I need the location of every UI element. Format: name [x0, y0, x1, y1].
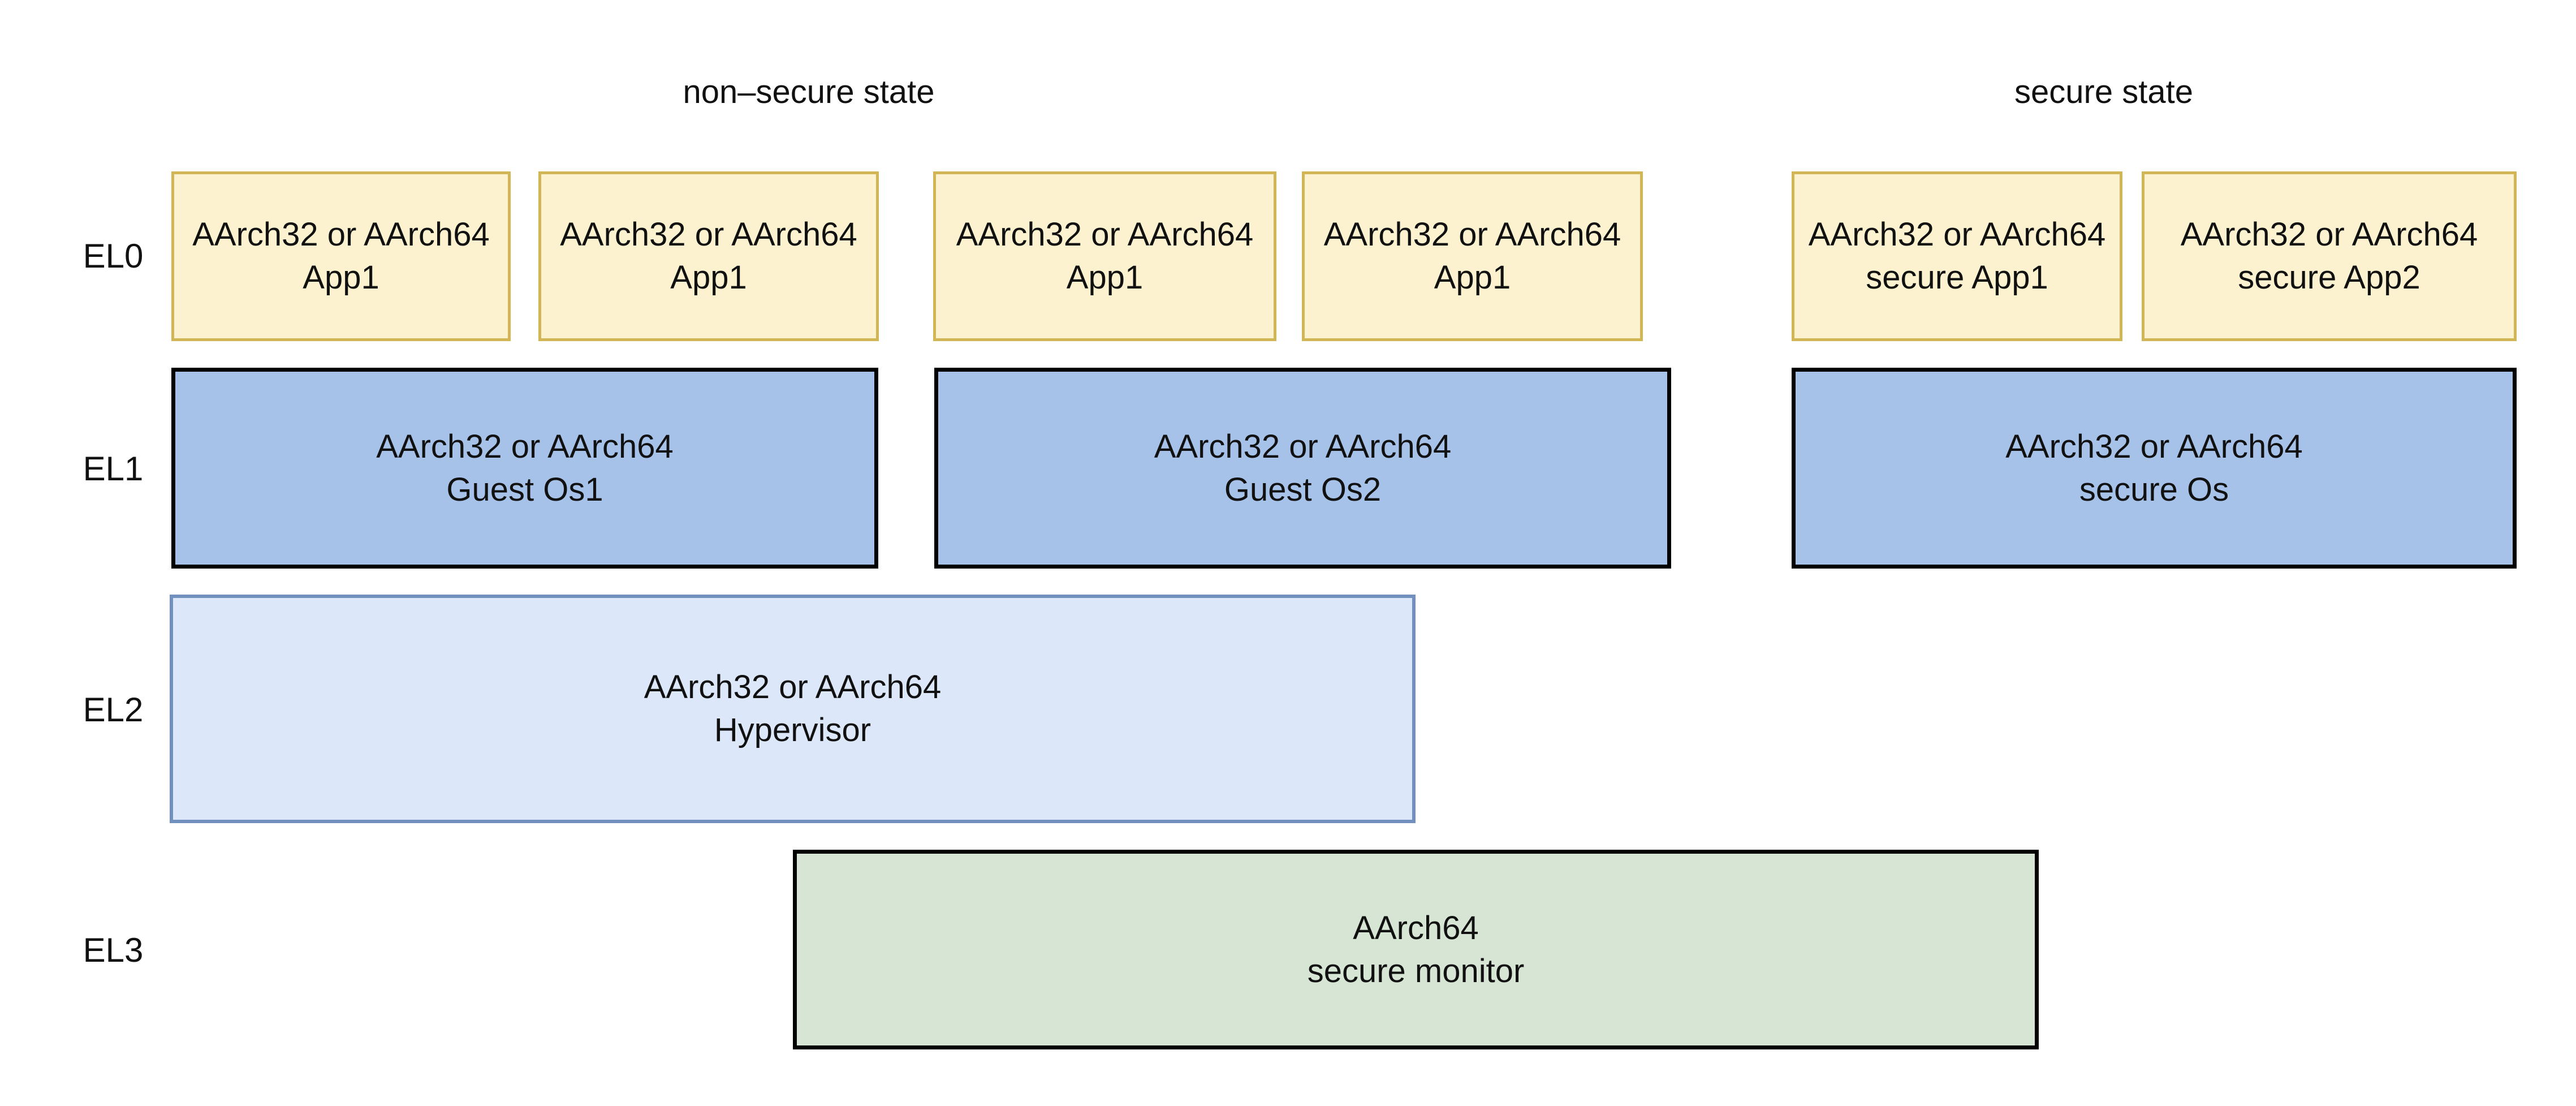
el1-guest-os2-box: AArch32 or AArch64 Guest Os2 — [934, 368, 1671, 569]
app-name-label: secure App2 — [2238, 259, 2420, 296]
arch-label: AArch32 or AArch64 — [2005, 428, 2303, 465]
arch-label: AArch32 or AArch64 — [376, 428, 674, 465]
row-label-el2: EL2 — [83, 691, 144, 729]
os-name-label: Guest Os1 — [446, 471, 603, 508]
app-name-label: App1 — [303, 259, 379, 296]
os-name-label: Guest Os2 — [1224, 471, 1382, 508]
el1-secure-os-box: AArch32 or AArch64 secure Os — [1792, 368, 2517, 569]
arch-label: AArch32 or AArch64 — [1323, 216, 1621, 253]
monitor-label: secure monitor — [1307, 952, 1525, 989]
hypervisor-label: Hypervisor — [714, 712, 871, 748]
os-name-label: secure Os — [2079, 471, 2229, 508]
el0-app3-box: AArch32 or AArch64 App1 — [933, 171, 1276, 341]
arch-label: AArch32 or AArch64 — [560, 216, 857, 253]
el0-app1-box: AArch32 or AArch64 App1 — [171, 171, 511, 341]
secure-state-title: secure state — [2014, 74, 2193, 110]
el1-guest-os1-box: AArch32 or AArch64 Guest Os1 — [171, 368, 878, 569]
app-name-label: secure App1 — [1866, 259, 2048, 296]
arch-label: AArch64 — [1353, 909, 1479, 946]
arch-label: AArch32 or AArch64 — [192, 216, 490, 253]
el0-secure-app2-box: AArch32 or AArch64 secure App2 — [2142, 171, 2517, 341]
arch-label: AArch32 or AArch64 — [1808, 216, 2106, 253]
el0-secure-app1-box: AArch32 or AArch64 secure App1 — [1792, 171, 2122, 341]
app-name-label: App1 — [1434, 259, 1511, 296]
el0-app4-box: AArch32 or AArch64 App1 — [1302, 171, 1643, 341]
el3-secure-monitor-box: AArch64 secure monitor — [793, 850, 2039, 1049]
row-label-el1: EL1 — [83, 450, 144, 488]
row-label-el3: EL3 — [83, 931, 144, 969]
el0-app2-box: AArch32 or AArch64 App1 — [538, 171, 879, 341]
arch-label: AArch32 or AArch64 — [2180, 216, 2478, 253]
arch-label: AArch32 or AArch64 — [1154, 428, 1452, 465]
app-name-label: App1 — [1066, 259, 1144, 296]
el2-hypervisor-box: AArch32 or AArch64 Hypervisor — [170, 595, 1416, 823]
arch-label: AArch32 or AArch64 — [956, 216, 1254, 253]
non-secure-state-title: non–secure state — [683, 74, 935, 110]
app-name-label: App1 — [670, 259, 747, 296]
arch-label: AArch32 or AArch64 — [644, 669, 942, 705]
row-label-el0: EL0 — [83, 237, 144, 275]
